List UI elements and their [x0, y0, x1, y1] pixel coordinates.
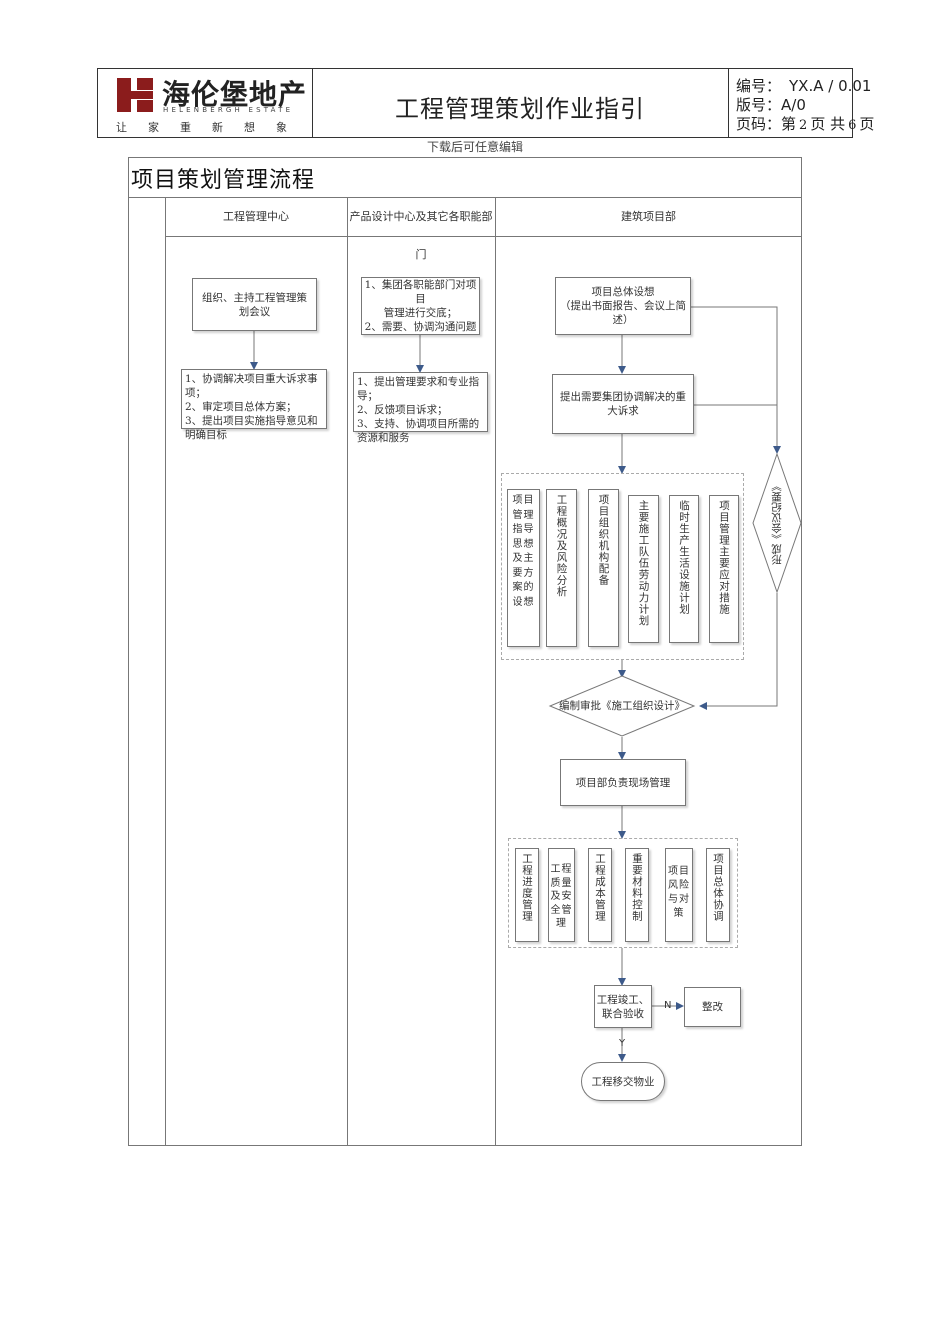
company-logo-icon [117, 78, 153, 112]
planning-item: 项目组织机构配备 [588, 489, 619, 647]
logo-english-name: HELENBERGH ESTATE [163, 106, 294, 114]
planning-item: 临时生产生活设施计划 [669, 495, 699, 643]
department-briefing-box: 1、集团各职能部门对项目 管理进行交底； 2、需要、协调沟通问题 [361, 277, 480, 335]
management-item: 项目总体协调 [706, 848, 730, 942]
doc-version: 版号：A/0 [736, 96, 806, 114]
title-divider [128, 197, 802, 198]
site-management-box: 项目部负责现场管理 [560, 759, 686, 806]
construction-design-decision: 编制审批《施工组织设计》 [559, 700, 685, 712]
logo-slogan: 让家重新想象 [116, 121, 308, 134]
download-note: 下载后可任意编辑 [426, 140, 523, 154]
rectify-box: 整改 [684, 987, 741, 1027]
flowchart-title: 项目策划管理流程 [131, 168, 316, 193]
planning-meeting-box: 组织、主持工程管理策划会议 [192, 278, 317, 331]
lane-header-engineering: 工程管理中心 [223, 210, 289, 223]
management-item: 工程成本管理 [588, 848, 612, 942]
management-item: 工程质量及安全管理 [548, 848, 575, 942]
project-concept-box: 项目总体设想 （提出书面报告、会议上简 述） [555, 277, 691, 335]
planning-item: 主要施工队伍劳动力计划 [628, 495, 659, 643]
department-tasks-box: 1、提出管理要求和专业指导； 2、反馈项目诉求； 3、支持、协调项目所需的资源和… [353, 372, 488, 444]
acceptance-box: 工程竣工、 联合验收 [594, 985, 652, 1028]
document-title: 工程管理策划作业指引 [395, 95, 645, 123]
handover-terminal: 工程移交物业 [581, 1062, 665, 1101]
major-requests-box: 提出需要集团协调解决的重大诉求 [552, 374, 694, 434]
lane-header-design: 产品设计中心及其它各职能部门 [349, 210, 493, 261]
doc-code: 编号：YX.A / 0.01 [736, 77, 872, 95]
header-divider [165, 236, 802, 237]
yes-label: Y [619, 1038, 626, 1049]
title-cell: 工程管理策划作业指引 [312, 69, 729, 137]
planning-item: 项目管理指导思想及主要方案的设想 [507, 489, 540, 647]
management-items-group [508, 838, 738, 948]
document-header: 海伦堡地产 HELENBERGH ESTATE 让家重新想象 工程管理策划作业指… [97, 68, 874, 138]
no-label: N [664, 1000, 672, 1011]
lane-divider [495, 197, 496, 1146]
flowchart-frame [128, 157, 802, 1146]
management-item: 重要材料控制 [625, 848, 649, 942]
planning-items-group [501, 473, 744, 660]
planning-item: 工程概况及风险分析 [546, 489, 577, 647]
lane-divider [165, 197, 166, 1146]
logo-cell: 海伦堡地产 HELENBERGH ESTATE 让家重新想象 [98, 69, 313, 137]
logo-chinese-name: 海伦堡地产 [162, 78, 308, 111]
management-item: 工程进度管理 [515, 848, 539, 942]
planning-item: 项目管理主要应对措施 [709, 495, 739, 643]
management-item: 项目风险与对策 [665, 848, 693, 942]
meeting-minutes-decision: 形成《会议纪要》 [771, 481, 783, 565]
engineering-tasks-box: 1、协调解决项目重大诉求事项； 2、审定项目总体方案； 3、提出项目实施指导意见… [181, 369, 327, 441]
lane-divider [347, 197, 348, 1146]
lane-header-project: 建筑项目部 [621, 210, 676, 223]
